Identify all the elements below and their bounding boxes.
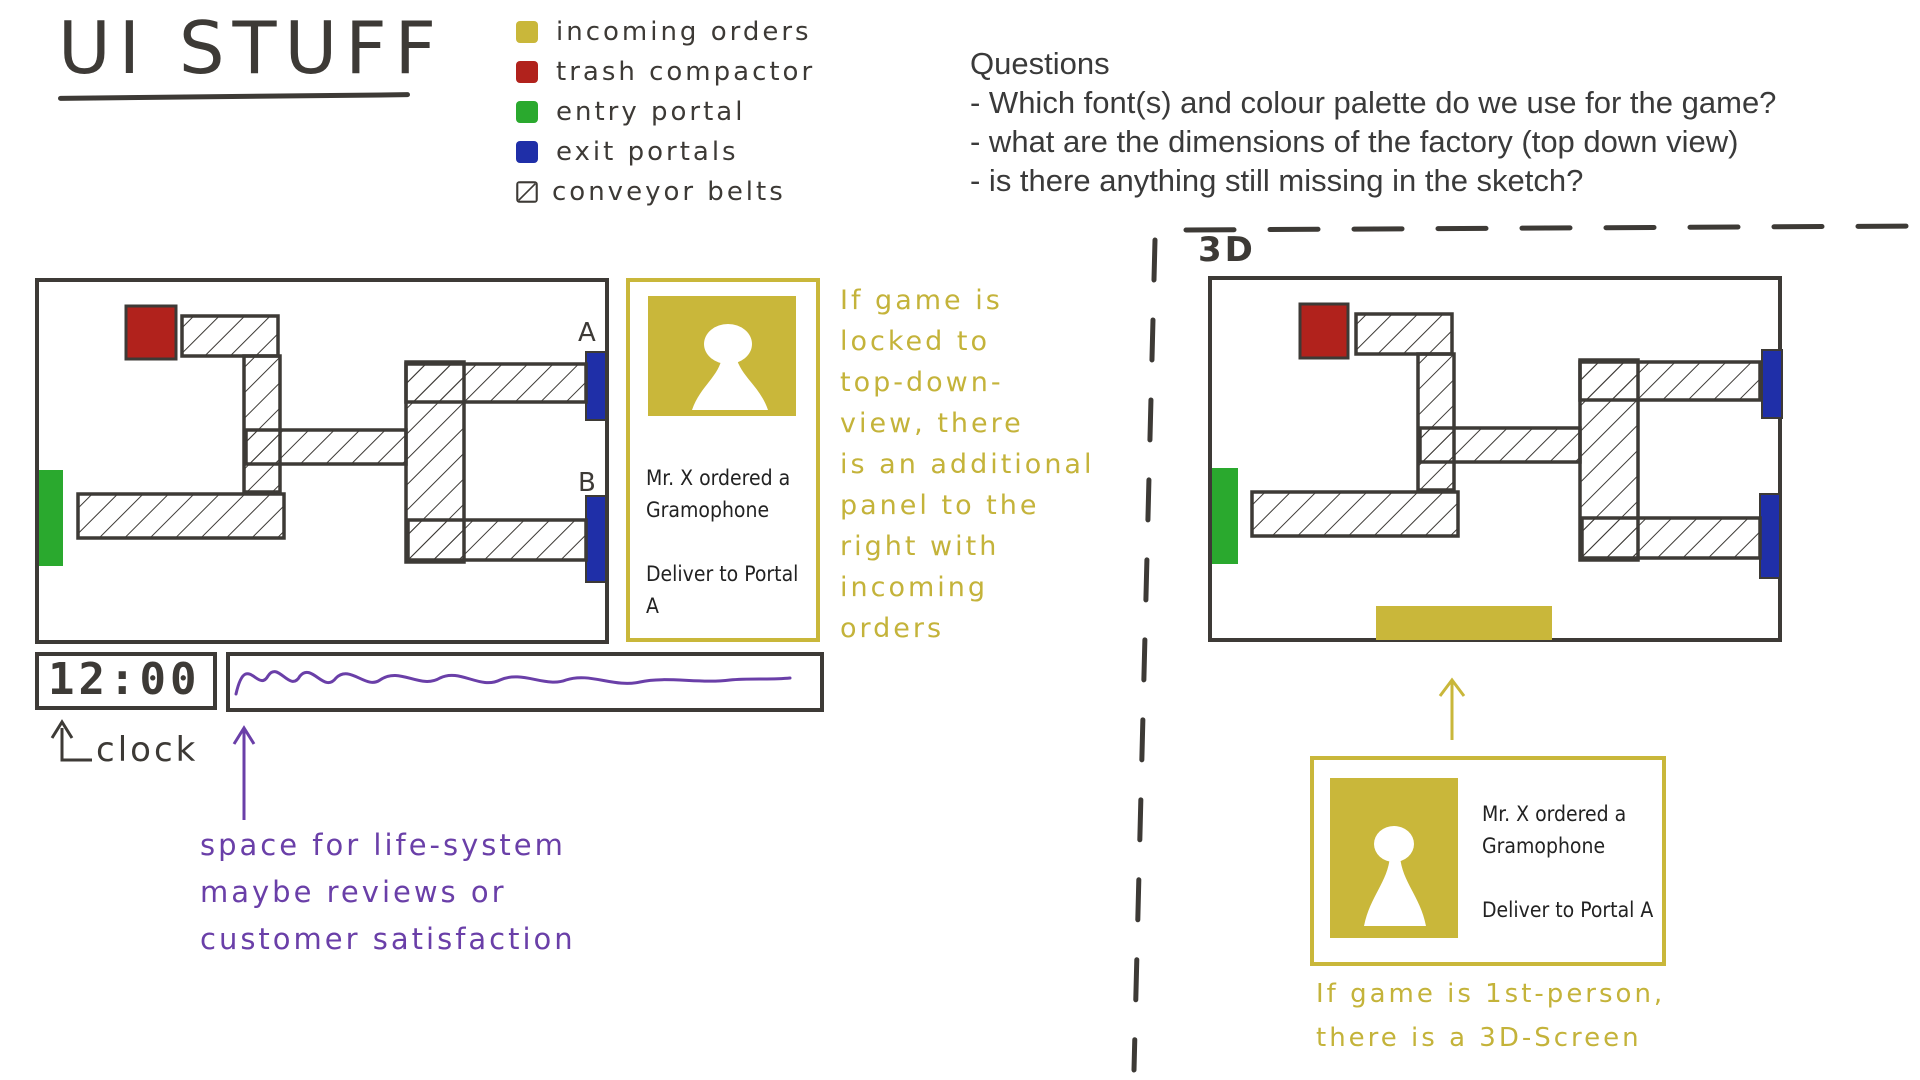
legend: incoming orders trash compactor entry po… <box>516 12 815 212</box>
note-line: space for life-system <box>200 828 566 862</box>
note-line: locked to <box>840 326 990 357</box>
legend-item-trash-compactor: trash compactor <box>516 52 815 92</box>
order-card-text: Mr. X ordered a Gramophone Deliver to Po… <box>646 462 816 622</box>
clock-box <box>35 652 217 710</box>
threed-entry-portal <box>1212 468 1238 564</box>
legend-label: entry portal <box>556 97 746 127</box>
question-item: - what are the dimensions of the factory… <box>970 124 1739 159</box>
hatched-square-icon <box>516 181 538 203</box>
note-line: there is a 3D-Screen <box>1316 1023 1642 1053</box>
life-system-box <box>226 652 824 712</box>
person-silhouette-icon <box>1364 826 1426 926</box>
questions-block: Questions - Which font(s) and colour pal… <box>970 44 1776 200</box>
threed-trash-compactor <box>1298 302 1350 360</box>
order-customer: Mr. X ordered a <box>646 466 791 490</box>
red-square-icon <box>516 61 538 83</box>
note-line: view, there <box>840 408 1024 439</box>
threed-exit-portal-a <box>1761 349 1783 419</box>
portal-label-a: A <box>578 318 599 348</box>
life-arrowhead <box>232 725 256 745</box>
clock-display: 12:00 <box>48 654 201 705</box>
legend-item-entry-portal: entry portal <box>516 92 815 132</box>
portal-label-b: B <box>578 468 599 498</box>
customer-avatar <box>648 296 796 416</box>
legend-label: trash compactor <box>556 57 816 87</box>
side-panel-note: If game is locked to top-down- view, the… <box>840 280 1094 649</box>
legend-label: exit portals <box>556 137 739 167</box>
life-system-note: space for life-system maybe reviews or c… <box>200 822 576 963</box>
note-line: customer satisfaction <box>200 922 576 956</box>
threed-arrowhead <box>1438 677 1466 697</box>
divider-horizontal <box>1183 223 1920 233</box>
conveyor-belts <box>76 314 588 564</box>
threed-order-card: Mr. X ordered a Gramophone Deliver to Po… <box>1310 756 1666 966</box>
exit-portal-b <box>585 495 607 583</box>
clock-label: clock <box>96 730 199 770</box>
life-system-scribble <box>234 670 792 696</box>
note-line: right with <box>840 531 1000 562</box>
blue-square-icon <box>516 141 538 163</box>
legend-item-exit-portals: exit portals <box>516 132 815 172</box>
threed-note: If game is 1st-person, there is a 3D-Scr… <box>1316 972 1665 1060</box>
order-item: Gramophone <box>646 498 770 522</box>
legend-label: conveyor belts <box>552 177 786 207</box>
legend-item-conveyor-belts: conveyor belts <box>516 172 815 212</box>
threed-exit-portal-b <box>1759 493 1781 579</box>
threed-customer-avatar <box>1330 778 1458 938</box>
entry-portal <box>39 470 63 566</box>
legend-label: incoming orders <box>556 17 812 47</box>
note-line: panel to the <box>840 490 1040 521</box>
note-line: is an additional <box>840 449 1095 480</box>
note-line: maybe reviews or <box>200 875 507 909</box>
legend-item-incoming-orders: incoming orders <box>516 12 815 52</box>
note-line: top-down- <box>840 367 1004 398</box>
topdown-frame <box>35 278 609 644</box>
order-destination: Deliver to Portal A <box>646 562 799 618</box>
clock-arrow <box>60 728 92 762</box>
threed-label: 3D <box>1198 230 1256 270</box>
questions-heading: Questions <box>970 46 1110 81</box>
order-destination: Deliver to Portal A <box>1482 898 1654 922</box>
threed-incoming-orders-bar <box>1376 606 1552 640</box>
green-square-icon <box>516 101 538 123</box>
threed-conveyor-belts <box>1250 312 1762 562</box>
exit-portal-a <box>585 351 607 421</box>
note-line: If game is <box>840 285 1003 316</box>
note-line: If game is 1st-person, <box>1316 979 1666 1009</box>
question-item: - Which font(s) and colour palette do we… <box>970 85 1777 120</box>
order-card: Mr. X ordered a Gramophone Deliver to Po… <box>626 278 820 642</box>
trash-compactor <box>124 304 178 361</box>
note-line: orders <box>840 613 945 644</box>
threed-order-card-text: Mr. X ordered a Gramophone Deliver to Po… <box>1482 798 1653 926</box>
person-silhouette-icon <box>692 324 768 410</box>
question-item: - is there anything still missing in the… <box>970 163 1584 198</box>
divider-vertical <box>1131 237 1158 1073</box>
clock-arrowhead <box>50 719 74 739</box>
order-customer: Mr. X ordered a <box>1482 802 1627 826</box>
order-item: Gramophone <box>1482 834 1606 858</box>
yellow-square-icon <box>516 21 538 43</box>
page-title: UI STUFF <box>58 6 445 90</box>
note-line: incoming <box>840 572 989 603</box>
